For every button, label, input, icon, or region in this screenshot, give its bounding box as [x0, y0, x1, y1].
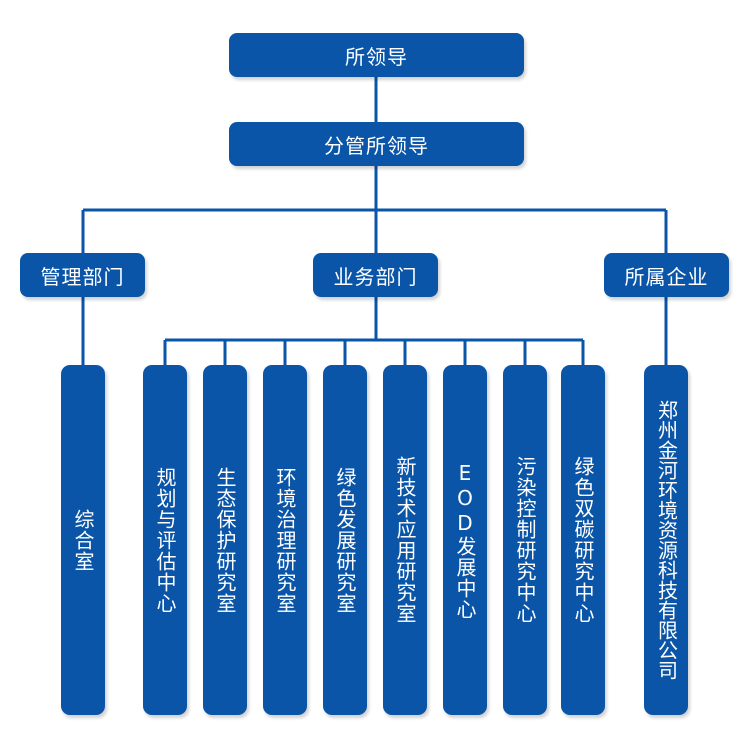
node-center-dual-carbon: 绿色双碳研究中心: [561, 365, 605, 715]
node-label: 环境治理研究室: [273, 466, 297, 614]
node-general-office: 综合室: [61, 365, 105, 715]
node-center-pollution-control: 污染控制研究中心: [503, 365, 547, 715]
node-label: 生态保护研究室: [213, 466, 237, 614]
node-top-leadership: 所领导: [229, 33, 524, 77]
node-center-env-governance: 环境治理研究室: [263, 365, 307, 715]
node-label: 综合室: [71, 508, 95, 572]
node-label: 管理部门: [40, 264, 125, 289]
node-label: 新技术应用研究室: [393, 456, 417, 624]
node-center-eod: EOD发展中心: [443, 365, 487, 715]
node-label: 绿色双碳研究中心: [571, 456, 595, 624]
node-label: 规划与评估中心: [153, 466, 177, 614]
node-business-dept: 业务部门: [313, 253, 438, 297]
node-center-green-dev: 绿色发展研究室: [323, 365, 367, 715]
node-label: 业务部门: [333, 264, 418, 289]
node-center-new-tech: 新技术应用研究室: [383, 365, 427, 715]
node-label: 郑州金河环境资源科技有限公司: [654, 400, 679, 680]
node-label: EOD发展中心: [453, 460, 477, 620]
node-label: 绿色发展研究室: [333, 466, 357, 614]
node-center-eco-protection: 生态保护研究室: [203, 365, 247, 715]
node-company: 郑州金河环境资源科技有限公司: [644, 365, 688, 715]
node-center-planning: 规划与评估中心: [143, 365, 187, 715]
node-management-dept: 管理部门: [20, 253, 145, 297]
node-label: 污染控制研究中心: [513, 456, 537, 624]
node-label: 分管所领导: [324, 133, 429, 158]
node-affiliated-companies: 所属企业: [604, 253, 729, 297]
node-label: 所属企业: [624, 264, 709, 289]
node-label: 所领导: [345, 44, 408, 69]
node-deputy-leadership: 分管所领导: [229, 122, 524, 166]
